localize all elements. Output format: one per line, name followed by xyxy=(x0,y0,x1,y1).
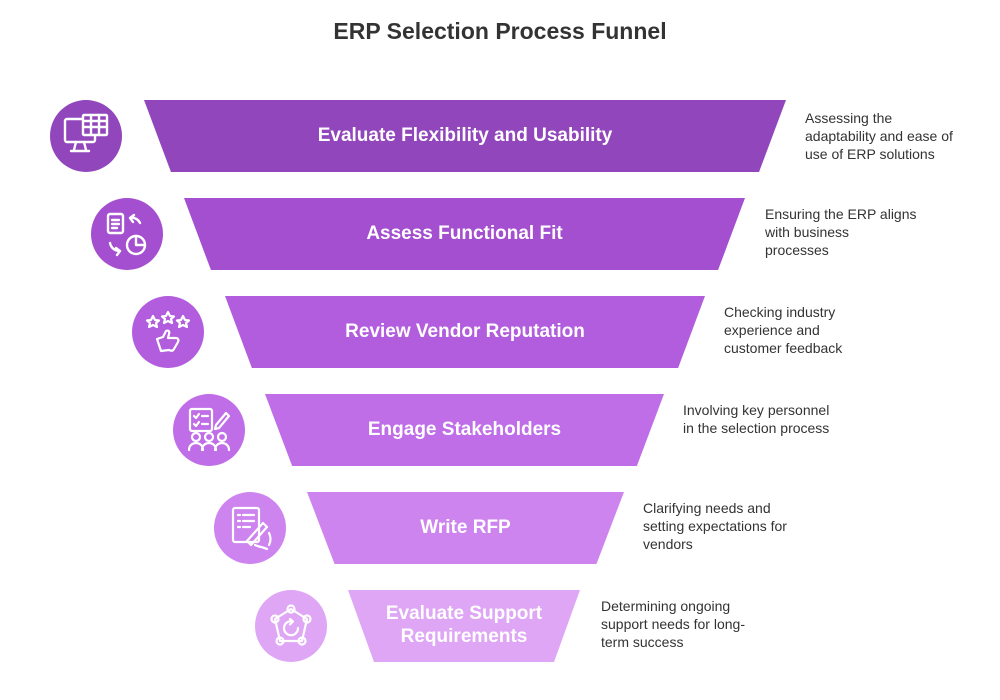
stage-label: Evaluate Flexibility and Usability xyxy=(317,124,613,146)
funnel-band: Engage Stakeholders xyxy=(265,394,664,466)
stage-icon-circle xyxy=(132,296,204,368)
stars-thumbs-up-icon xyxy=(145,310,191,353)
support-network-icon xyxy=(270,604,312,646)
writing-document-icon xyxy=(231,506,272,551)
stage-icon-circle xyxy=(91,198,163,270)
funnel-band: Write RFP xyxy=(307,492,624,564)
stage-description: Involving key personnel in the selection… xyxy=(683,402,830,436)
funnel-stage: Engage Stakeholders Involving key person… xyxy=(0,394,1000,466)
funnel-stage: Evaluate Flexibility and Usability Asses… xyxy=(0,100,1000,172)
funnel-band: Review Vendor Reputation xyxy=(225,296,705,368)
diagram-title: ERP Selection Process Funnel xyxy=(333,18,667,44)
stage-description: Ensuring the ERP aligns with business pr… xyxy=(765,206,917,258)
stage-description: Clarifying needs and setting expectation… xyxy=(643,500,787,552)
funnel-stage: Write RFP Clarifying needs and setting e… xyxy=(0,492,1000,564)
funnel-band: Evaluate Flexibility and Usability xyxy=(144,100,786,172)
stage-label: Assess Functional Fit xyxy=(366,222,563,244)
stage-icon-circle xyxy=(214,492,286,564)
stage-label: Write RFP xyxy=(420,516,511,538)
stage-description: Determining ongoing support needs for lo… xyxy=(601,598,745,650)
funnel-stage: Assess Functional Fit Ensuring the ERP a… xyxy=(0,198,1000,270)
stage-description: Checking industry experience and custome… xyxy=(724,304,843,356)
document-cycle-chart-icon xyxy=(106,212,147,257)
funnel-band: Assess Functional Fit xyxy=(184,198,745,270)
stage-icon-circle xyxy=(255,590,327,662)
funnel-stage: Evaluate Support Requirements Determinin… xyxy=(0,590,1000,662)
checklist-people-icon xyxy=(187,407,231,452)
stage-label: Review Vendor Reputation xyxy=(345,320,585,342)
funnel-stage: Review Vendor Reputation Checking indust… xyxy=(0,296,1000,368)
funnel-band: Evaluate Support Requirements xyxy=(348,590,580,662)
stage-icon-circle xyxy=(50,100,122,172)
computer-spreadsheet-icon xyxy=(63,113,109,153)
stage-icon-circle xyxy=(173,394,245,466)
stage-description: Assessing the adaptability and ease of u… xyxy=(805,110,953,162)
stage-label: Engage Stakeholders xyxy=(367,418,562,440)
stage-label: Evaluate Support Requirements xyxy=(385,603,543,647)
